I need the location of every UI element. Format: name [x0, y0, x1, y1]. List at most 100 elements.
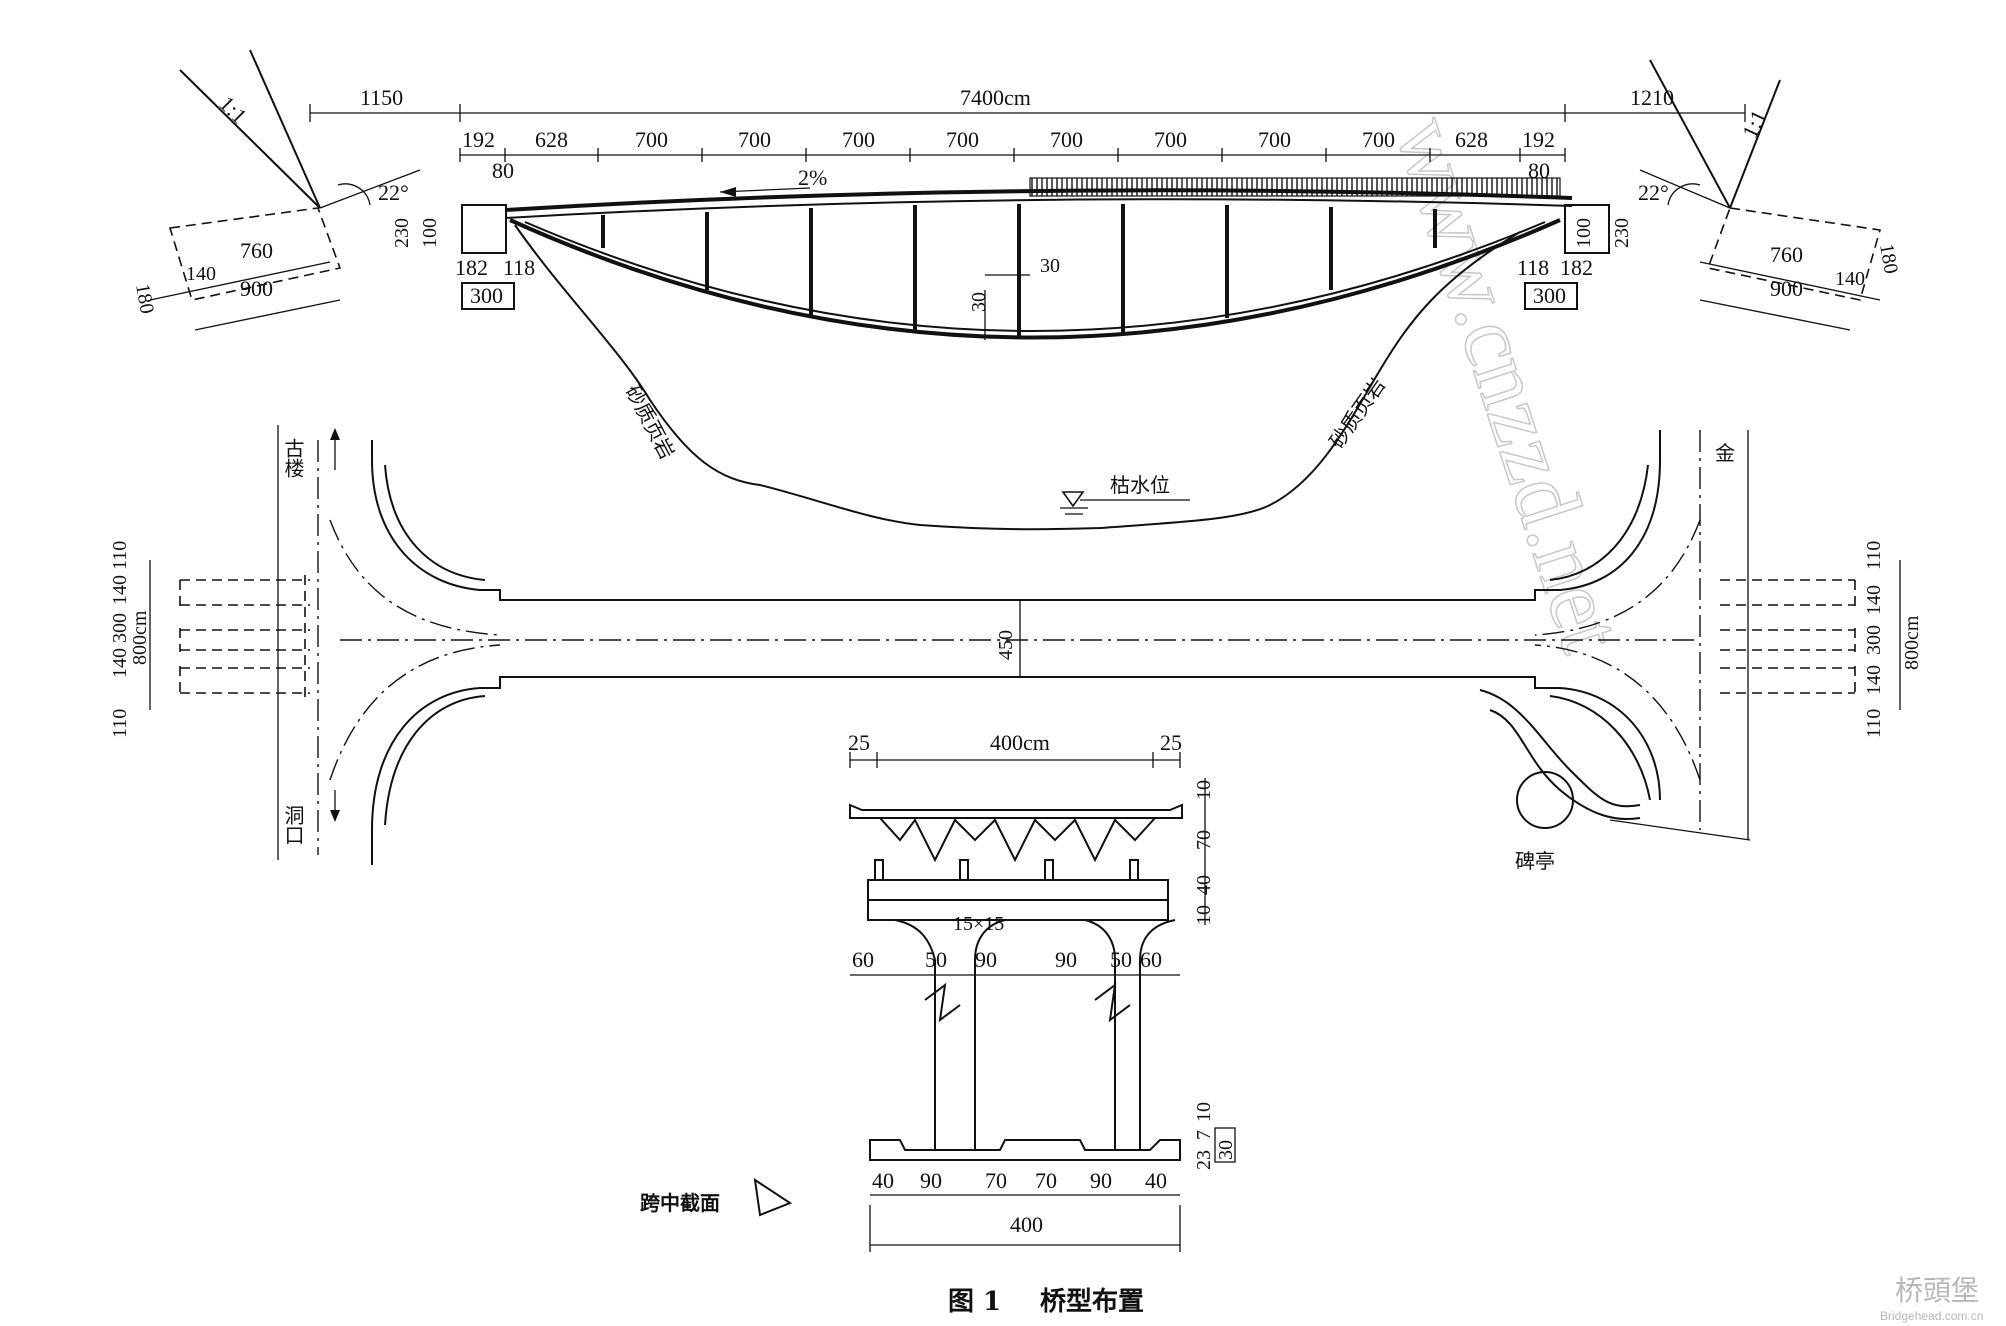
logo-name: 桥頭堡 [1895, 1274, 1979, 1307]
svg-text:800cm: 800cm [129, 610, 151, 665]
svg-text:60: 60 [852, 947, 874, 972]
slope-1to1-left: 1:1 [214, 91, 252, 129]
span-segment-ticks [459, 148, 1566, 162]
svg-text:23: 23 [1193, 1150, 1215, 1170]
svg-text:50: 50 [925, 947, 947, 972]
svg-text:140: 140 [186, 263, 216, 285]
right-road-stubs [1720, 579, 1856, 695]
svg-text:628: 628 [535, 127, 568, 152]
svg-text:40: 40 [1145, 1168, 1167, 1193]
arch-dim-crown: 30 [968, 292, 990, 312]
svg-text:100: 100 [419, 218, 441, 248]
svg-text:90: 90 [975, 947, 997, 972]
svg-text:枯水位: 枯水位 [1110, 473, 1170, 497]
svg-text:700: 700 [1154, 127, 1187, 152]
svg-text:100: 100 [1573, 218, 1595, 248]
svg-text:300: 300 [109, 613, 131, 643]
svg-text:118: 118 [1517, 255, 1549, 280]
arch-dim-top: 30 [1040, 255, 1060, 277]
svg-text:900: 900 [240, 276, 273, 301]
left-road-stubs [179, 575, 310, 700]
svg-text:碑亭: 碑亭 [1515, 849, 1555, 873]
svg-text:192: 192 [462, 127, 495, 152]
left-wing-dims: 180 140 760 900 [131, 238, 273, 315]
svg-text:192: 192 [1522, 127, 1555, 152]
spandrel-columns [601, 204, 1437, 338]
dim-end-left: 80 [492, 158, 514, 183]
svg-text:60: 60 [1140, 947, 1162, 972]
slope-1to1-right: 1:1 [1737, 106, 1772, 142]
svg-text:700: 700 [1362, 127, 1395, 152]
svg-text:25: 25 [1160, 730, 1182, 755]
svg-text:900: 900 [1770, 276, 1803, 301]
svg-text:140: 140 [1835, 268, 1865, 290]
svg-text:800cm: 800cm [1901, 615, 1923, 670]
plan-view: 古楼 洞口 800cm 110 140 300 140 110 [109, 425, 1923, 873]
dim-total-span: 7400cm [960, 85, 1031, 110]
svg-text:90: 90 [920, 1168, 942, 1193]
svg-text:300: 300 [1863, 625, 1885, 655]
figure-caption: 图 1 桥型布置 [948, 1287, 1144, 1317]
svg-text:40: 40 [1193, 875, 1215, 895]
site-logo: 桥頭堡 Bridgehead.com.cn [1880, 1274, 1983, 1323]
svg-text:700: 700 [635, 127, 668, 152]
svg-text:182: 182 [1560, 255, 1593, 280]
svg-text:90: 90 [1055, 947, 1077, 972]
svg-text:140: 140 [109, 648, 131, 678]
svg-text:70: 70 [1035, 1168, 1057, 1193]
svg-text:628: 628 [1455, 127, 1488, 152]
deck-slope: 2% [798, 165, 827, 190]
svg-text:70: 70 [1193, 830, 1215, 850]
caption-title: 桥型布置 [1040, 1287, 1144, 1317]
svg-text:110: 110 [109, 709, 131, 738]
span-segment-labels: 192 628 700 700 700 700 700 700 700 700 … [462, 127, 1555, 152]
svg-text:230: 230 [1611, 218, 1633, 248]
rock-label-right: 砂质页岩 [1324, 374, 1390, 453]
rib-size: 15×15 [953, 913, 1004, 935]
svg-text:140: 140 [1863, 585, 1885, 615]
place-gulou: 古楼 [281, 438, 305, 478]
angle-right: 22° [1638, 180, 1669, 205]
svg-text:700: 700 [738, 127, 771, 152]
deck-width: 450 [995, 630, 1017, 660]
svg-text:760: 760 [1770, 242, 1803, 267]
svg-text:300: 300 [470, 283, 503, 308]
svg-text:90: 90 [1090, 1168, 1112, 1193]
dim-left-approach: 1150 [360, 85, 403, 110]
elevation-view: 1:1 1:1 180 140 760 900 760 140 180 900 … [131, 49, 1902, 531]
svg-text:10: 10 [1193, 780, 1215, 800]
svg-text:140: 140 [109, 575, 131, 605]
place-jin: 金 [1715, 441, 1735, 465]
svg-text:30: 30 [1215, 1140, 1237, 1160]
svg-text:10: 10 [1193, 1102, 1215, 1122]
dim-right-approach: 1210 [1630, 85, 1674, 110]
svg-text:700: 700 [842, 127, 875, 152]
svg-text:118: 118 [503, 255, 535, 280]
svg-text:40: 40 [872, 1168, 894, 1193]
svg-text:25: 25 [848, 730, 870, 755]
right-wing-dims: 760 140 180 900 [1770, 242, 1902, 301]
svg-text:110: 110 [1863, 709, 1885, 738]
place-dongkou: 洞口 [281, 805, 305, 845]
pavilion: 碑亭 [1479, 689, 1641, 873]
svg-text:182: 182 [455, 255, 488, 280]
section-label: 跨中截面 [640, 1191, 720, 1215]
svg-text:50: 50 [1110, 947, 1132, 972]
rock-label-left: 砂质页岩 [621, 381, 680, 463]
svg-text:70: 70 [985, 1168, 1007, 1193]
svg-text:110: 110 [1863, 541, 1885, 570]
dim-end-right: 80 [1528, 158, 1550, 183]
svg-text:230: 230 [391, 218, 413, 248]
svg-text:110: 110 [109, 541, 131, 570]
svg-text:700: 700 [946, 127, 979, 152]
svg-text:10: 10 [1193, 905, 1215, 925]
svg-text:700: 700 [1050, 127, 1083, 152]
caption-number: 图 1 [948, 1287, 1001, 1317]
svg-text:400cm: 400cm [990, 730, 1050, 755]
svg-text:700: 700 [1258, 127, 1291, 152]
water-level-mark: 枯水位 [1060, 473, 1190, 515]
logo-site: Bridgehead.com.cn [1880, 1309, 1983, 1323]
svg-text:180: 180 [131, 282, 158, 315]
svg-text:760: 760 [240, 238, 273, 263]
